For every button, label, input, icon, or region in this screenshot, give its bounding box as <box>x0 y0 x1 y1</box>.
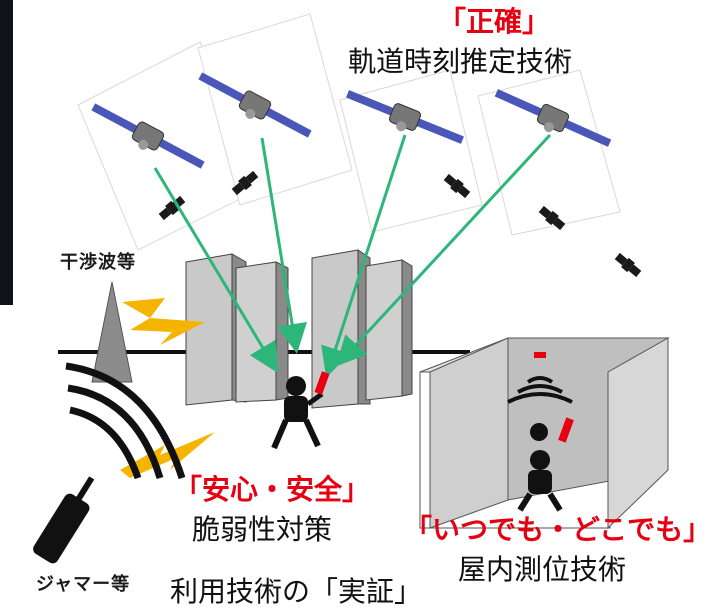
indoor-beacon-icon <box>534 352 546 358</box>
satellite-icon <box>494 89 612 147</box>
signal-arrows <box>153 133 552 378</box>
anywhere-heading: 「いつでも・どこでも」 <box>404 513 712 546</box>
safety-subtitle: 脆弱性対策 <box>192 513 333 546</box>
anywhere-subtitle: 屋内測位技術 <box>458 553 627 586</box>
jammer-label: ジャマー等 <box>36 574 131 595</box>
person-icon <box>517 417 574 512</box>
accurate-heading: 「正確」 <box>438 5 551 38</box>
jammer-device-icon <box>33 476 95 564</box>
demo-label: 利用技術の「実証」 <box>170 575 423 608</box>
person-icon <box>271 371 330 450</box>
lightning-icon <box>122 298 205 345</box>
wifi-signal-icon <box>507 376 573 404</box>
satellite-icon <box>91 103 205 169</box>
lightning-icon <box>120 432 215 478</box>
satellite-icon <box>346 90 464 144</box>
antenna-icon <box>91 281 133 383</box>
safety-heading: 「安心・安全」 <box>174 473 371 506</box>
interference-label: 干渉波等 <box>60 252 136 273</box>
building-icon <box>185 253 289 406</box>
accurate-subtitle: 軌道時刻推定技術 <box>348 45 573 78</box>
indoor-device-icon <box>530 423 548 441</box>
left-edge-bar <box>0 0 13 305</box>
wifi-signal-icon <box>65 362 186 480</box>
satellite-icon <box>198 72 312 138</box>
building-icon <box>311 249 413 409</box>
satellite-cards <box>77 13 621 251</box>
